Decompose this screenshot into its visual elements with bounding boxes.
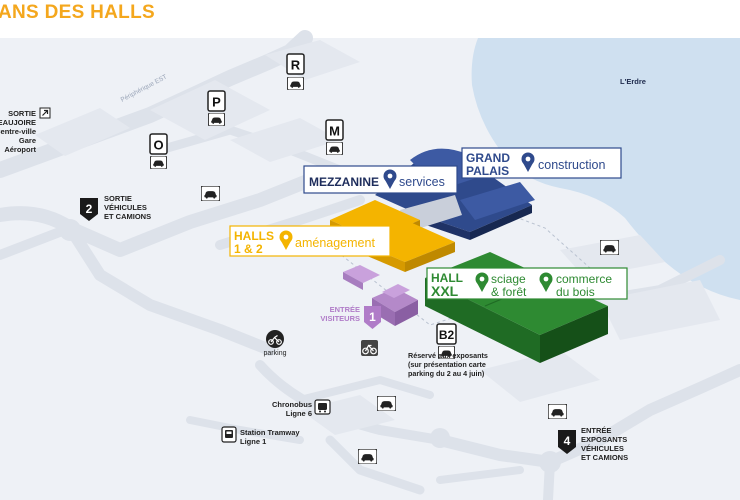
visitor-entrance-label: ENTRÉE VISITEURS 1: [320, 305, 381, 329]
parking-o-marker[interactable]: O: [149, 133, 168, 169]
b2-note: Réservé aux exposants (sur présentation …: [408, 351, 488, 378]
hall-xxl-title1: HALL: [431, 271, 463, 285]
car-icon: [150, 156, 167, 169]
halls-1-2-service: aménagement: [295, 236, 375, 250]
visitor-entrance-building: [343, 265, 418, 326]
grand-palais-service: construction: [538, 158, 605, 172]
grand-palais-title1: GRAND: [466, 151, 510, 165]
hall-xxl-title2: XXL: [431, 283, 459, 299]
bus-icon: [318, 403, 327, 413]
mezzanine-title: MEZZANINE: [309, 175, 379, 189]
entry-4-line2: EXPOSANTS: [581, 435, 627, 444]
halls-1-2-title2: 1 & 2: [234, 242, 263, 256]
car-icon: [326, 142, 343, 155]
bike-marker: [361, 340, 378, 356]
entry-4-line1: ENTRÉE: [581, 426, 611, 435]
parking-m-letter: M: [329, 124, 340, 139]
exit-left-line4: Gare: [19, 136, 36, 145]
chronobus-line2: Ligne 6: [286, 409, 312, 418]
grand-palais-title2: PALAIS: [466, 164, 509, 178]
parking-o-letter: O: [153, 138, 163, 153]
moto-parking-marker: parking: [264, 330, 287, 357]
hall-xxl-service2-line2: du bois: [556, 285, 595, 299]
parking-b2-letter: B2: [439, 328, 455, 342]
mezzanine-service: services: [399, 175, 445, 189]
exit-2-number: 2: [86, 202, 93, 216]
roundabouts: [59, 219, 561, 473]
car-icon: [377, 396, 396, 411]
parking-p-letter: P: [212, 95, 221, 110]
car-icon: [600, 240, 619, 255]
exit-2-line3: ET CAMIONS: [104, 212, 151, 221]
moto-parking-label: parking: [264, 350, 287, 357]
parking-r-letter: R: [291, 58, 301, 73]
chronobus-stop: Chronobus Ligne 6: [272, 399, 331, 418]
chronobus-line1: Chronobus: [272, 400, 312, 409]
page-title: ANS DES HALLS: [0, 2, 155, 23]
entry-4-marker: 4 ENTRÉE EXPOSANTS VÉHICULES ET CAMIONS: [558, 426, 628, 462]
b2-note-line2: (sur présentation carte: [408, 360, 486, 369]
hall-xxl-service2-line1: commerce: [556, 272, 612, 286]
car-icon: [208, 113, 225, 126]
pin-icon: [521, 152, 535, 172]
entry-4-line4: ET CAMIONS: [581, 453, 628, 462]
pin-icon: [539, 272, 553, 292]
parking-b2-marker[interactable]: B2: [436, 323, 457, 359]
hall-xxl-label[interactable]: HALL XXL sciage & forêt commerce du bois: [426, 267, 628, 300]
exit-left-line3: Centre-ville: [0, 127, 36, 136]
b2-note-line1: Réservé aux exposants: [408, 351, 488, 360]
entry-4-line3: VÉHICULES: [581, 444, 624, 453]
hall-xxl-service1-line2: & forêt: [491, 285, 527, 299]
car-icon: [548, 404, 567, 419]
halls-1-2-label[interactable]: HALLS 1 & 2 aménagement: [229, 225, 391, 257]
tram-icon: [225, 430, 233, 438]
parking-lots: [35, 40, 720, 435]
parking-p-marker[interactable]: P: [207, 90, 226, 126]
entrance-line2: VISITEURS: [320, 314, 360, 323]
moto-icon: [268, 335, 282, 345]
water-label: L'Erdre: [620, 77, 646, 86]
car-icon: [358, 449, 377, 464]
b2-note-line3: parking du 2 au 4 juin): [408, 369, 485, 378]
entrance-line1: ENTRÉE: [330, 305, 360, 314]
tramway-line1: Station Tramway: [240, 428, 300, 437]
parking-r-marker[interactable]: R: [286, 53, 305, 90]
car-icon: [201, 186, 220, 201]
exit-left-line2: BEAUJOIRE: [0, 118, 36, 127]
pin-icon: [279, 230, 293, 250]
tramway-line2: Ligne 1: [240, 437, 266, 446]
exit-2-line2: VÉHICULES: [104, 203, 147, 212]
perimeter-dashed: [334, 199, 591, 326]
entry-4-number: 4: [564, 434, 571, 448]
exit-beaujoire: SORTIE BEAUJOIRE Centre-ville Gare Aérop…: [0, 107, 51, 154]
grand-palais-label[interactable]: GRAND PALAIS construction: [461, 147, 622, 179]
parking-m-marker[interactable]: M: [325, 119, 344, 155]
hall-xxl-service1-line1: sciage: [491, 272, 526, 286]
pin-icon: [475, 272, 489, 292]
pin-icon: [383, 169, 397, 189]
exit-left-line1: SORTIE: [8, 109, 36, 118]
arrow-diagonal-icon: [39, 107, 51, 119]
exit-2-marker: 2 SORTIE VÉHICULES ET CAMIONS: [80, 194, 151, 221]
entrance-number: 1: [369, 310, 376, 324]
tramway-stop: Station Tramway Ligne 1: [221, 426, 300, 446]
mezzanine-label[interactable]: MEZZANINE services: [303, 165, 458, 194]
exit-2-line1: SORTIE: [104, 194, 132, 203]
car-icon: [287, 77, 304, 90]
halls-1-2-title1: HALLS: [234, 229, 274, 243]
exit-left-line5: Aéroport: [4, 145, 36, 154]
bike-icon: [362, 344, 377, 355]
